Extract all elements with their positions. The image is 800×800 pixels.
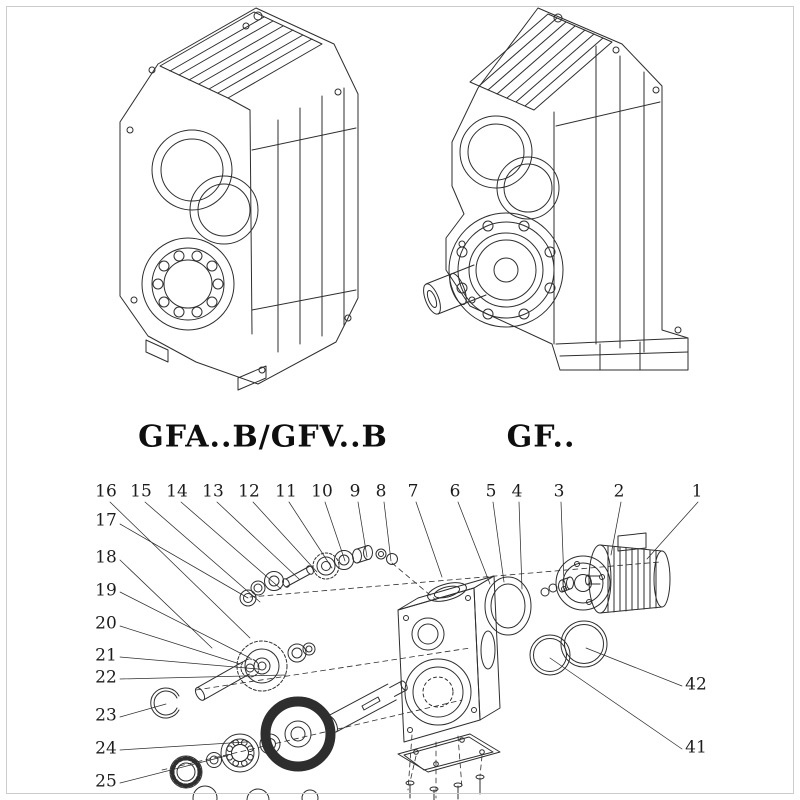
callout-19: 19 [95,580,117,601]
callout-22: 22 [95,667,117,688]
callout-18: 18 [95,547,117,568]
callout-21: 21 [95,645,117,666]
callout-2: 2 [613,481,625,502]
intermediate-shaft-parts [150,589,316,719]
callout-16: 16 [95,481,117,502]
gearbox-gf-drawing [423,7,689,371]
callout-5: 5 [485,481,497,502]
callout-10: 10 [311,481,333,502]
gearbox-gfab-drawing [119,7,359,391]
callout-25: 25 [95,771,117,792]
callout-7: 7 [407,481,419,502]
model-label-gfab: GFA..B/GFV..B [138,419,388,455]
callout-14: 14 [166,481,188,502]
base-gasket-and-bolts [397,733,501,800]
callout-12: 12 [238,481,260,502]
callout-24: 24 [95,738,117,759]
motor-drawing [585,532,671,614]
retaining-rings [529,620,608,676]
gear-housing [397,575,501,743]
callout-4: 4 [511,481,523,502]
callout-20: 20 [95,613,117,634]
callout-13: 13 [202,481,224,502]
callout-1: 1 [691,481,703,502]
callout-15: 15 [130,481,152,502]
callout-42: 42 [685,674,707,695]
callout-3: 3 [553,481,565,502]
callout-41: 41 [685,737,707,758]
callout-6: 6 [449,481,461,502]
callout-23: 23 [95,705,117,726]
callout-9: 9 [349,481,361,502]
exploded-view-drawing [109,501,699,800]
output-shaft-parts [169,680,408,800]
callout-17: 17 [95,510,117,531]
callout-8: 8 [375,481,387,502]
model-label-gf: GF.. [506,419,576,455]
assembly-axis-lines [161,561,661,799]
callout-11: 11 [275,481,297,502]
input-shaft-parts [250,545,398,596]
